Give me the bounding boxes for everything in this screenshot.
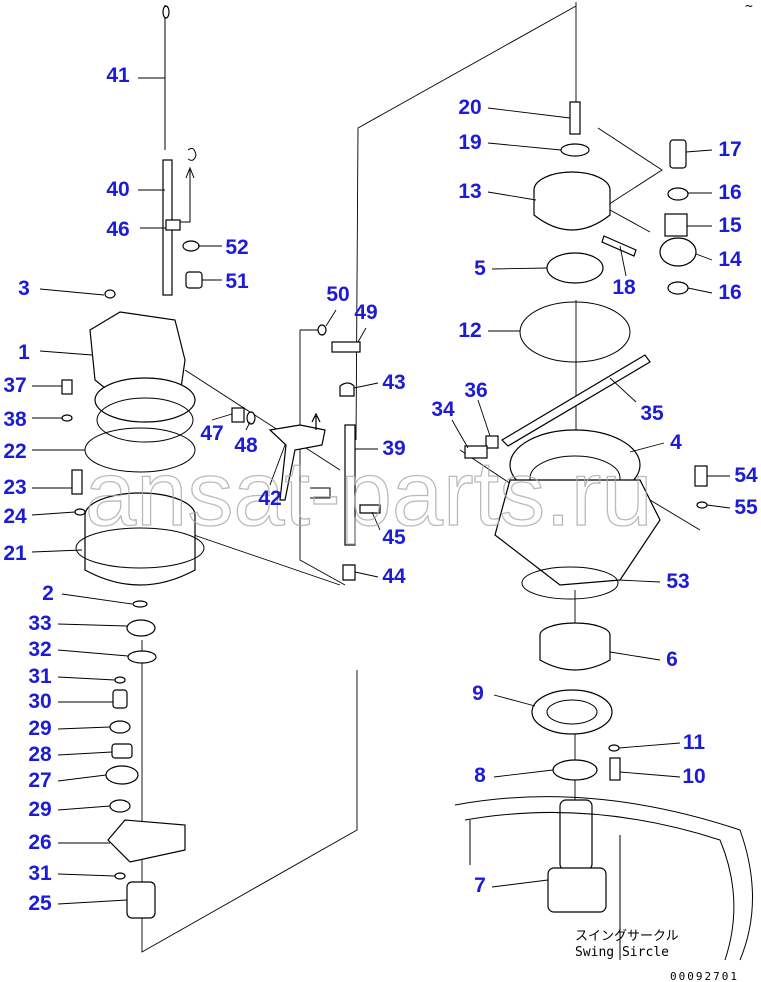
callout-label: 33 [28,612,51,635]
drawing-number: 00092701 [670,970,739,982]
corner-mark: ~ [745,0,753,14]
callout-label: 4 [670,431,682,454]
swing-circle [454,796,753,961]
callout-label: 34 [431,398,455,421]
callout-label: 10 [682,765,705,788]
callout-label: 46 [106,218,129,241]
bearing-5 [546,252,604,284]
callout-label: 28 [28,743,52,766]
callout-label: 43 [382,371,405,394]
callout-label: 41 [106,64,130,87]
callout-label: 14 [718,248,742,271]
callout-label: 18 [612,276,636,299]
shaft-7 [559,799,593,871]
callout-label: 2 [42,582,54,605]
callout-label: 35 [640,402,664,425]
bolt-20 [569,101,581,135]
callout-label: 42 [258,487,281,510]
callout-label: 48 [234,434,258,457]
callout-label: 54 [734,464,758,487]
callout-label: 40 [106,178,129,201]
callout-label: 29 [28,798,51,821]
callout-label: 6 [666,648,678,671]
callout-label: 31 [28,665,52,688]
callout-label: 38 [3,408,27,431]
callout-label: 47 [200,422,223,445]
part-drawings [61,5,753,961]
callout-label: 7 [474,874,486,897]
callout-label: 26 [28,831,51,854]
callout-label: 5 [474,257,486,280]
callout-label: 12 [458,319,481,342]
callout-label: 17 [718,138,741,161]
callout-label: 27 [28,769,51,792]
callout-label: 23 [3,476,26,499]
callout-label: 51 [225,270,249,293]
carrier-26 [107,819,186,863]
callout-label: 55 [734,496,758,519]
caption-english: Swing Sircle [575,945,669,960]
callout-label: 39 [382,437,405,460]
callout-label: 16 [718,281,741,304]
callout-label: 36 [464,379,487,402]
callout-label: 45 [382,526,406,549]
callout-label: 29 [28,717,51,740]
callout-label: 19 [458,131,481,154]
callout-label: 22 [3,440,26,463]
caption-japanese: スイングサークル [575,929,679,944]
callout-label: 30 [28,690,51,713]
callout-label: 11 [683,731,706,754]
callout-label: 31 [28,862,52,885]
cage-9 [531,689,613,735]
pinion-25 [126,881,156,919]
callout-label: 37 [3,374,26,397]
callout-label: 44 [382,565,406,588]
callout-label: 9 [472,682,484,705]
motor-1 [89,311,186,401]
callout-label: 50 [326,283,349,306]
callout-label: 24 [3,505,27,528]
leader-lines [31,77,731,905]
callout-label: 53 [666,570,689,593]
callout-label: 15 [718,214,742,237]
callout-label: 25 [28,892,52,915]
callout-label: 16 [718,181,741,204]
callout-label: 1 [18,341,30,364]
callout-label: 32 [28,638,51,661]
callout-label: 21 [3,542,27,565]
pipe-39 [344,424,356,546]
o-ring-12 [519,301,631,363]
callout-label: 13 [458,180,481,203]
callout-label: 3 [18,277,30,300]
callout-label: 20 [458,96,481,119]
callout-labels: 41 40 46 52 51 3 1 37 38 22 23 24 21 2 3… [3,64,758,915]
callout-label: 52 [225,236,248,259]
watermark: ansat-parts.ru [85,443,653,545]
callout-label: 49 [354,301,377,324]
callout-label: 8 [474,764,486,787]
